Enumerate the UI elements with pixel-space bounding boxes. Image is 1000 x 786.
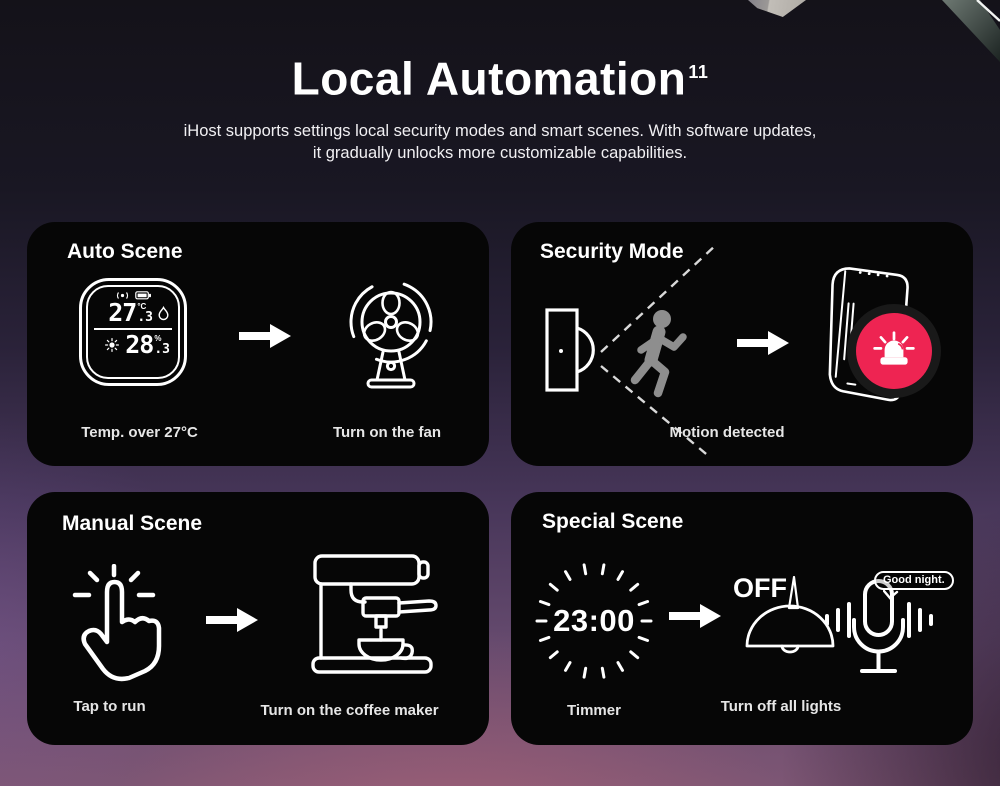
card-title-security-mode: Security Mode [540, 240, 684, 263]
flame-icon [158, 305, 169, 320]
humidity-unit: % [154, 334, 162, 343]
humidity-value: 28 [125, 330, 154, 359]
card-special-scene: Special Scene [511, 492, 973, 745]
clock-ticks [535, 563, 653, 679]
sensor-divider [94, 328, 172, 330]
card-title-manual-scene: Manual Scene [62, 512, 203, 535]
page-subtitle-line2: it gradually unlocks more customizable c… [312, 144, 688, 163]
manual-scene-action-label: Turn on the coffee maker [260, 702, 439, 719]
decor-diagonal-streak [942, 0, 1000, 62]
door-sensor-icon [545, 308, 595, 392]
sensor-status-icons [115, 290, 151, 300]
special-scene-trigger-label: Timmer [567, 702, 621, 719]
card-auto-scene: Auto Scene 27 °C [27, 222, 489, 466]
sensor-display: 27 °C .3 [86, 285, 180, 379]
sun-icon [105, 338, 120, 352]
coffee-maker-icon [311, 554, 438, 674]
page-title-superscript: 11 [688, 62, 709, 82]
voice-bubble-tail [883, 590, 899, 600]
humidity-decimal: .3 [154, 342, 170, 357]
sensor-temperature-row: 27 °C .3 [96, 300, 170, 326]
page-subtitle: iHost supports settings local security m… [0, 120, 1000, 164]
sensor-humidity-row: 28 % .3 [96, 332, 170, 358]
timer-clock-icon: 23:00 [529, 556, 659, 686]
motion-cone-dashes [600, 243, 718, 459]
page-subtitle-line1: iHost supports settings local security m… [183, 122, 817, 141]
temperature-unit-stack: °C .3 [137, 302, 153, 324]
decor-box-corner [748, 0, 806, 17]
arrow-right-icon [737, 331, 789, 355]
temperature-decimal: .3 [137, 310, 153, 325]
voice-reply-bubble: Good night. [874, 571, 954, 590]
temperature-unit: °C [137, 302, 147, 311]
fan-icon [349, 280, 433, 389]
arrow-right-icon [239, 324, 291, 348]
alarm-siren-icon [873, 331, 915, 365]
lamp-state-label: OFF [733, 573, 787, 603]
card-security-mode: Security Mode [511, 222, 973, 466]
security-mode-event-label: Motion detected [669, 424, 785, 441]
tap-finger-icon [72, 564, 162, 682]
timer-time: 23:00 [553, 603, 635, 638]
card-manual-scene: Manual Scene [27, 492, 489, 745]
microphone-icon [825, 579, 933, 673]
signal-icon [116, 291, 129, 299]
alarm-badge [856, 313, 932, 389]
auto-scene-action-label: Turn on the fan [332, 424, 442, 441]
arrow-right-icon [206, 608, 258, 632]
pendant-lamp-icon [745, 576, 835, 654]
card-title-auto-scene: Auto Scene [67, 240, 183, 263]
battery-icon [135, 290, 151, 299]
temperature-value: 27 [108, 298, 137, 327]
auto-scene-trigger-label: Temp. over 27°C [81, 424, 198, 441]
motion-person-icon [630, 310, 687, 398]
temp-humidity-sensor-icon: 27 °C .3 [79, 278, 187, 386]
page-title-text: Local Automation [291, 52, 687, 105]
card-title-special-scene: Special Scene [542, 510, 684, 533]
special-scene-action-label: Turn off all lights [720, 698, 842, 715]
manual-scene-trigger-label: Tap to run [73, 698, 146, 715]
alarm-badge-ring [847, 304, 941, 398]
humidity-unit-stack: % .3 [154, 334, 170, 356]
arrow-right-icon [669, 604, 721, 628]
